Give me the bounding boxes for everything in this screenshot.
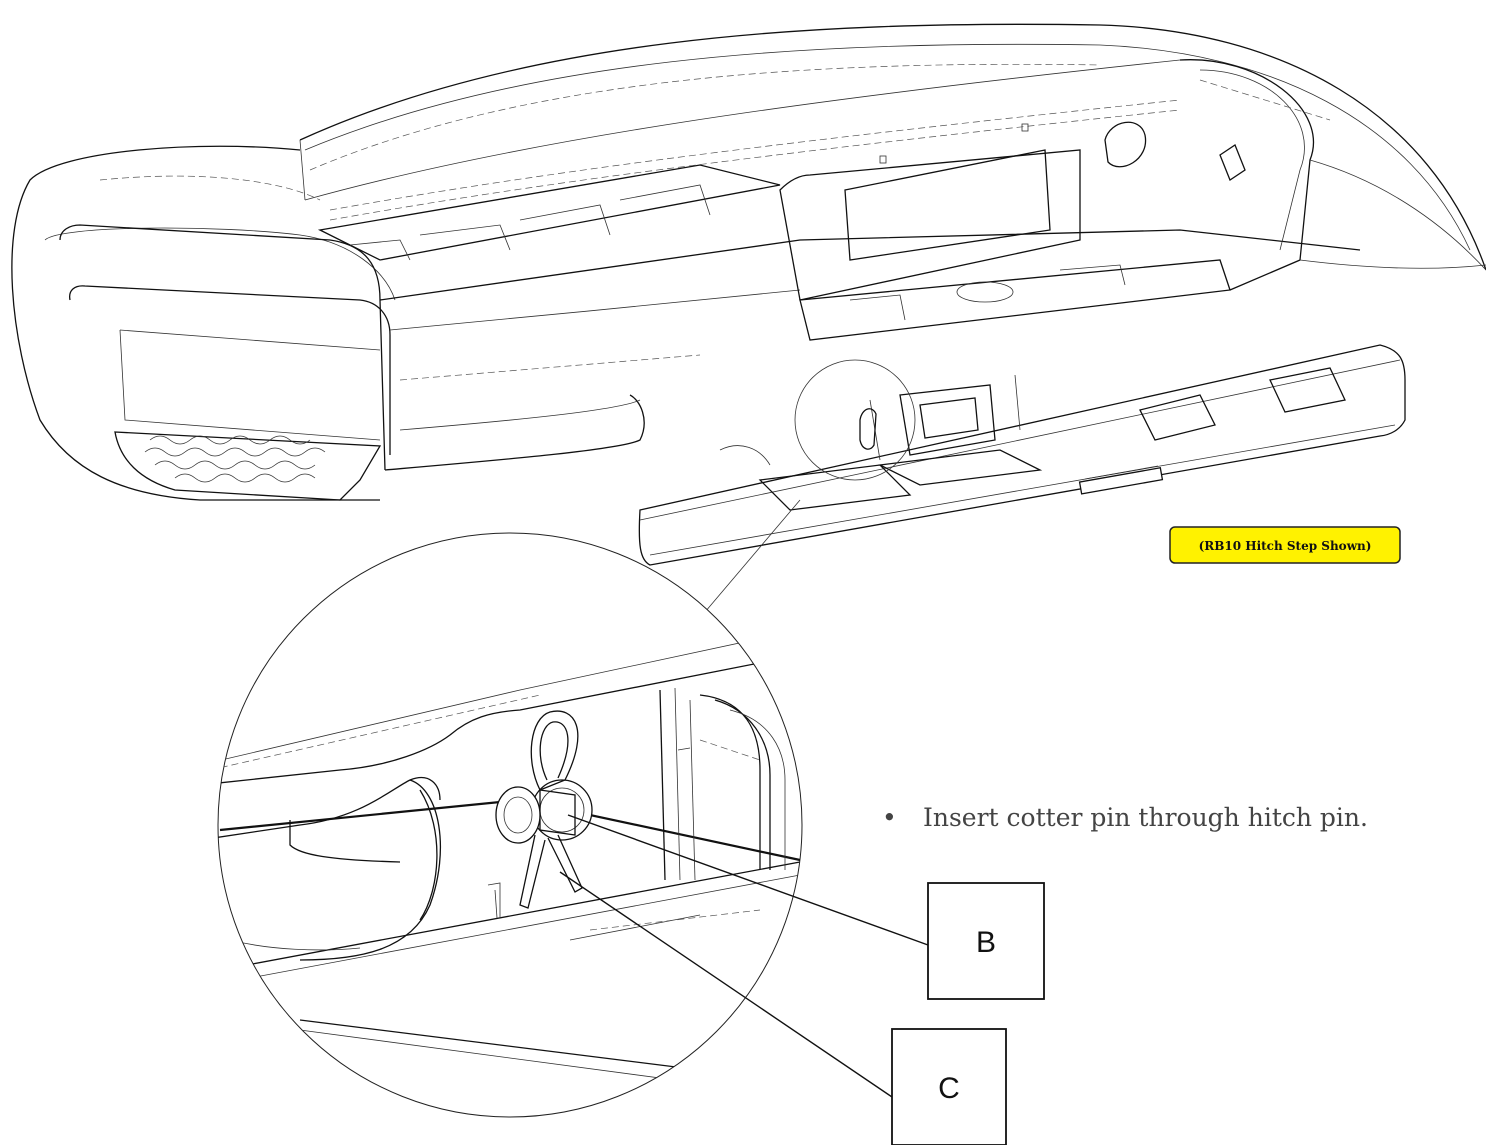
instruction-list: • Insert cotter pin through hitch pin. — [882, 803, 1368, 832]
callout-box-c: C — [891, 1028, 1007, 1145]
step-pad-texture — [144, 435, 326, 483]
callout-label-b: B — [976, 926, 996, 959]
badge-label: (RB10 Hitch Step Shown) — [1199, 539, 1372, 553]
callout-label-c: C — [938, 1072, 960, 1105]
callout-leader-b — [567, 814, 929, 946]
badge-background — [1169, 526, 1401, 564]
callout-box-b: B — [927, 882, 1045, 1000]
rear-bumper-illustration — [11, 23, 1486, 613]
instruction-bullet: • — [882, 803, 897, 832]
instruction-text: Insert cotter pin through hitch pin. — [923, 803, 1368, 832]
model-badge: (RB10 Hitch Step Shown) — [1169, 526, 1401, 564]
detail-view — [217, 532, 803, 1118]
callout-leader-c — [559, 871, 893, 1098]
